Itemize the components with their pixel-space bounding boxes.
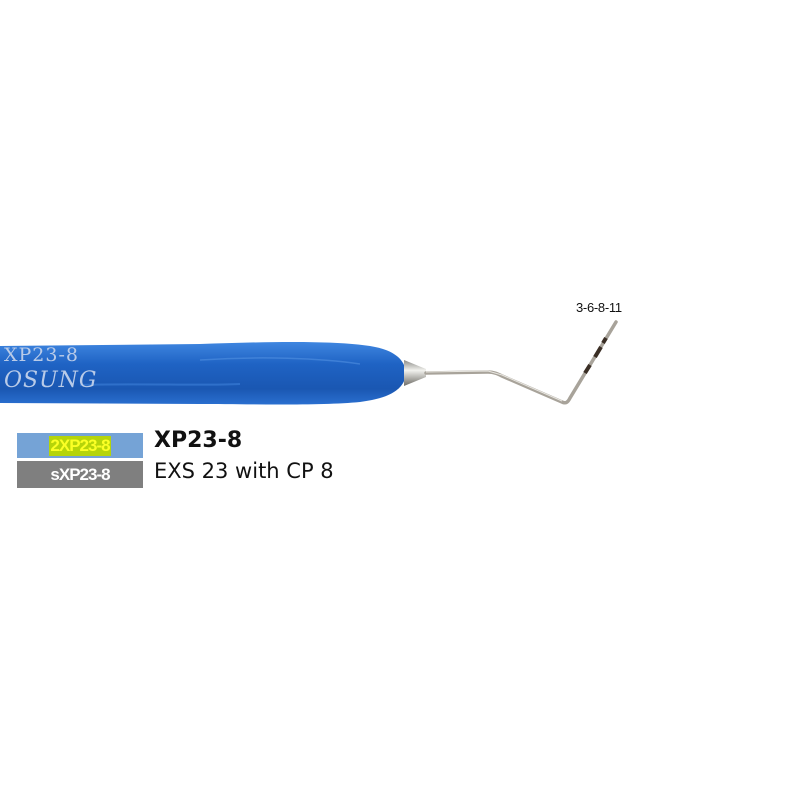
- code-badge-2xp: 2XP23-8: [17, 433, 143, 458]
- code-label: 2XP23-8: [49, 435, 111, 456]
- ferrule: [404, 360, 426, 386]
- handle-engraving-brand: OSUNG: [4, 368, 98, 393]
- model-title: XP23-8: [154, 428, 243, 453]
- handle: [0, 342, 406, 405]
- handle-engraving-model: XP23-8: [4, 344, 79, 366]
- model-description: EXS 23 with CP 8: [154, 459, 334, 483]
- code-label: sXP23-8: [50, 464, 110, 484]
- code-badge-sxp: sXP23-8: [17, 461, 143, 488]
- shaft: [424, 320, 618, 405]
- tip-markings-label: 3-6-8-11: [576, 300, 622, 315]
